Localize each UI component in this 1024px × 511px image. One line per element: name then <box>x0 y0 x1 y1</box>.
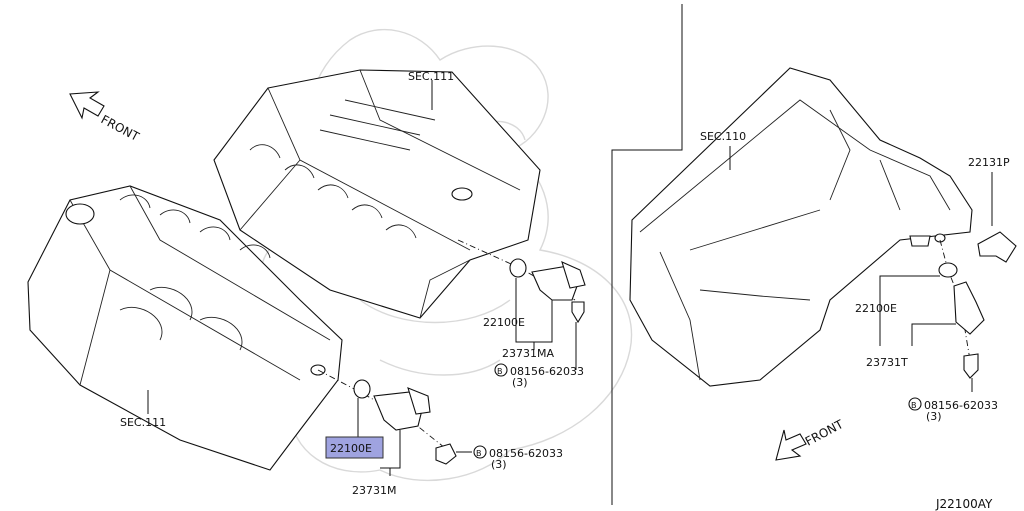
svg-text:B: B <box>911 401 917 410</box>
front-arrow-icon <box>775 429 807 461</box>
label-sec-111-bottom[interactable]: SEC.111 <box>120 416 166 429</box>
bolt-callout-upper[interactable]: B 08156-62033 (3) <box>494 363 584 389</box>
bolt-callout-lower[interactable]: B 08156-62033 (3) <box>473 445 563 471</box>
label-sec-110[interactable]: SEC.110 <box>700 130 746 143</box>
bolt-b-icon <box>908 397 922 411</box>
label-23731m[interactable]: 23731M <box>352 484 396 497</box>
front-arrow-left: FRONT <box>69 91 142 144</box>
cylinder-head-upper <box>213 69 541 319</box>
highlight-box <box>325 436 384 459</box>
bracket-22131p[interactable] <box>977 231 1017 263</box>
label-23731ma[interactable]: 23731MA <box>502 347 554 360</box>
oring-upper[interactable] <box>509 258 527 278</box>
front-arrow-right: FRONT <box>775 417 846 461</box>
label-22131p[interactable]: 22131P <box>968 156 1010 169</box>
svg-text:B: B <box>476 449 482 458</box>
bolt-right[interactable] <box>963 353 979 379</box>
sensor-assembly-upper <box>457 239 586 370</box>
front-arrow-icon <box>69 91 105 120</box>
diagram-id: J22100AY <box>935 497 993 511</box>
label-qty-right: (3) <box>926 410 942 423</box>
front-label-left: FRONT <box>99 112 142 144</box>
label-23731t[interactable]: 23731T <box>866 356 908 369</box>
panel-divider <box>611 4 683 505</box>
cylinder-head-lower <box>27 185 343 471</box>
label-22100e-lower[interactable]: 22100E <box>330 442 372 455</box>
bolt-b-icon <box>473 445 487 459</box>
bolt-callout-right[interactable]: B 08156-62033 (3) <box>908 397 998 423</box>
oring-lower[interactable] <box>353 379 371 399</box>
sensor-assembly-lower <box>317 369 472 476</box>
bolt-lower[interactable] <box>435 443 457 465</box>
label-sec-111-top[interactable]: SEC.111 <box>408 70 454 83</box>
label-bolt-lower: 08156-62033 <box>489 447 563 460</box>
label-qty-lower: (3) <box>491 458 507 471</box>
sensor-assembly-right <box>879 239 985 392</box>
svg-text:B: B <box>497 367 503 376</box>
oil-pan <box>629 67 973 387</box>
label-bolt-upper: 08156-62033 <box>510 365 584 378</box>
bolt-upper[interactable] <box>571 301 585 324</box>
oring-right[interactable] <box>938 262 958 278</box>
label-bolt-right: 08156-62033 <box>924 399 998 412</box>
bolt-b-icon <box>494 363 508 377</box>
front-label-right: FRONT <box>803 417 846 449</box>
label-22100e-upper[interactable]: 22100E <box>483 316 525 329</box>
label-qty-upper: (3) <box>512 376 528 389</box>
label-22100e-right[interactable]: 22100E <box>855 302 897 315</box>
sensor-23731t[interactable] <box>953 281 985 335</box>
